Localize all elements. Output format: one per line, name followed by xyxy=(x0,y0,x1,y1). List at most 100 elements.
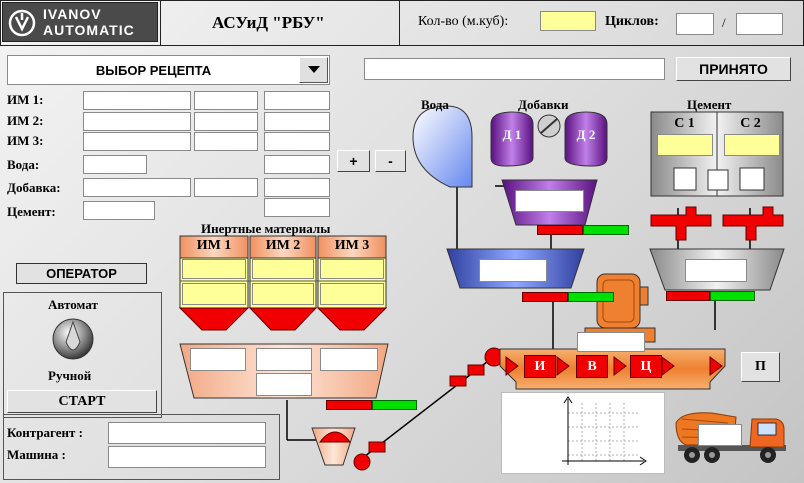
recipe-select[interactable]: ВЫБОР РЕЦЕПТА xyxy=(7,55,330,85)
auto-mode-label: Автомат xyxy=(48,297,98,312)
cement-status-green xyxy=(710,291,755,301)
material-row-label: Добавка: xyxy=(7,180,61,195)
aggregate-weight-3 xyxy=(320,348,378,371)
bin-2-level-2 xyxy=(252,283,314,305)
silo-2-level xyxy=(724,134,780,156)
aggregate-weight-total xyxy=(256,373,312,396)
logo-text-top: IVANOV xyxy=(43,6,102,22)
bin-2-level xyxy=(252,259,314,279)
cement-title: Цемент xyxy=(687,97,732,112)
app-title: АСУиД "РБУ" xyxy=(212,13,325,32)
bin-gate-3 xyxy=(316,307,388,331)
mixer-indicator-cement: Ц xyxy=(630,355,662,378)
cement-status-red xyxy=(666,291,710,301)
accept-button[interactable]: ПРИНЯТО xyxy=(676,57,791,81)
cement-valve-2 xyxy=(722,206,784,241)
bin-label: ИМ 2 xyxy=(265,238,301,253)
recipe-name-field[interactable] xyxy=(364,58,665,80)
aggregate-status-green xyxy=(372,400,417,410)
silo-label: С 2 xyxy=(740,116,761,131)
title-panel xyxy=(160,0,400,46)
material-row-label: Цемент: xyxy=(7,204,56,219)
additive-tank-label: Д 2 xyxy=(576,127,596,142)
im2-result-field[interactable] xyxy=(264,112,330,131)
skip-load xyxy=(318,431,352,443)
cycles-separator: / xyxy=(722,15,726,30)
minus-button[interactable]: - xyxy=(375,150,406,172)
cement-recipe-field[interactable] xyxy=(83,201,155,220)
cement-weight-display xyxy=(685,259,747,282)
bin-label: ИМ 1 xyxy=(196,238,232,253)
additive-status-green xyxy=(583,225,629,235)
logo: IVANOV AUTOMATIC xyxy=(2,2,158,42)
water-status-red xyxy=(522,292,568,302)
bin-3-level xyxy=(320,259,384,279)
cycles-total-input[interactable] xyxy=(736,13,783,35)
bin-3-level-2 xyxy=(320,283,384,305)
mixer-indicator-inert: И xyxy=(524,355,556,378)
additive-actual-field[interactable] xyxy=(194,178,258,197)
im2-recipe-field[interactable] xyxy=(83,112,191,131)
material-row-label: ИМ 3: xyxy=(7,133,44,148)
vehicle-input[interactable] xyxy=(108,446,266,468)
material-row-label: ИМ 1: xyxy=(7,92,44,107)
plus-button[interactable]: + xyxy=(337,150,370,172)
material-row-label: Вода: xyxy=(7,157,40,172)
additive-tank-label: Д 1 xyxy=(502,127,522,142)
client-panel xyxy=(3,414,280,480)
cement-result-field[interactable] xyxy=(264,198,330,217)
chart-axes xyxy=(562,396,647,466)
im1-result-field[interactable] xyxy=(264,91,330,110)
volume-input[interactable] xyxy=(540,11,596,31)
im3-actual-field[interactable] xyxy=(194,132,258,151)
water-title: Вода xyxy=(421,97,449,112)
mixer-chart xyxy=(501,392,665,474)
additive-recipe-field[interactable] xyxy=(83,178,191,197)
operator-button[interactable]: ОПЕРАТОР xyxy=(16,263,147,284)
aggregate-weight-2 xyxy=(256,348,312,371)
mixer-unload-button[interactable]: П xyxy=(741,352,780,382)
additives-title: Добавки xyxy=(518,97,569,112)
silo-label: С 1 xyxy=(674,116,695,131)
vehicle-label: Машина : xyxy=(7,447,66,462)
additive-weight-display xyxy=(515,190,584,212)
additive-status-red xyxy=(537,225,583,235)
bin-1-level-2 xyxy=(182,283,246,305)
cycles-current-input[interactable] xyxy=(676,13,714,35)
mixer-weight-display xyxy=(577,332,645,352)
manual-mode-label: Ручной xyxy=(48,368,92,383)
inert-materials-title: Инертные материалы xyxy=(201,221,331,236)
conveyor xyxy=(353,347,504,471)
mixer-body xyxy=(499,348,726,390)
im1-recipe-field[interactable] xyxy=(83,91,191,110)
additive-result-field[interactable] xyxy=(264,178,330,197)
silo-1-level xyxy=(657,134,713,156)
volume-label: Кол-во (м.куб): xyxy=(418,14,509,29)
bin-1-level xyxy=(182,259,246,279)
aggregate-status-red xyxy=(326,400,372,410)
rotary-switch-icon xyxy=(52,318,94,360)
contractor-input[interactable] xyxy=(108,422,266,444)
im2-actual-field[interactable] xyxy=(194,112,258,131)
water-status-green xyxy=(568,292,614,302)
contractor-label: Контрагент : xyxy=(7,425,84,440)
additive-tank-2 xyxy=(564,111,608,167)
logo-icon xyxy=(8,9,36,37)
im1-actual-field[interactable] xyxy=(194,91,258,110)
water-result-field[interactable] xyxy=(264,155,330,174)
material-row-label: ИМ 2: xyxy=(7,113,44,128)
aggregate-weight-1 xyxy=(190,348,246,371)
start-button[interactable]: СТАРТ xyxy=(7,390,157,413)
water-tank xyxy=(412,105,473,188)
logo-text-bottom: AUTOMATIC xyxy=(43,22,135,38)
im3-result-field[interactable] xyxy=(264,132,330,151)
chevron-down-icon[interactable] xyxy=(299,57,328,83)
water-weight-display xyxy=(479,259,547,282)
mode-switch-knob[interactable] xyxy=(52,314,94,364)
bin-label: ИМ 3 xyxy=(334,238,370,253)
water-recipe-field[interactable] xyxy=(83,155,147,174)
im3-recipe-field[interactable] xyxy=(83,132,191,151)
recipe-select-label: ВЫБОР РЕЦЕПТА xyxy=(95,62,212,78)
cycles-label: Циклов: xyxy=(605,14,659,29)
bin-gate-1 xyxy=(178,307,250,331)
